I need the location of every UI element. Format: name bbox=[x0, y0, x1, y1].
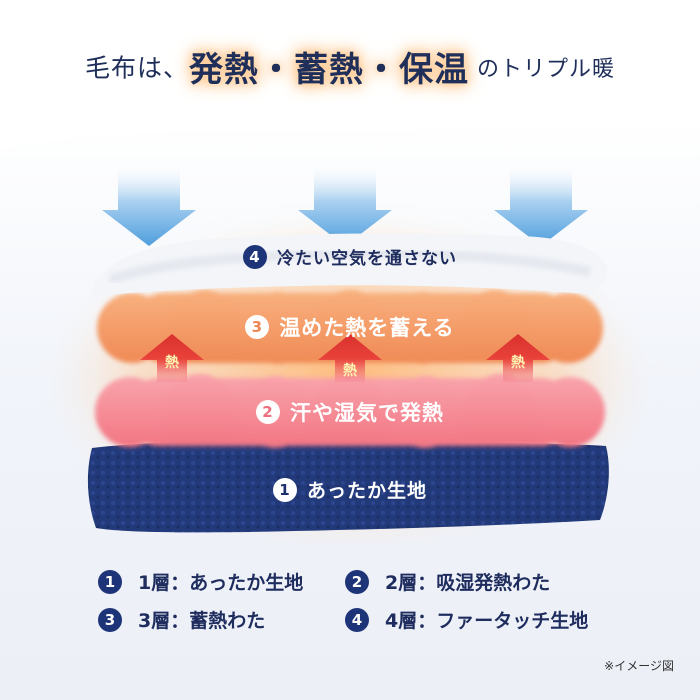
legend-2-text: 2層：吸湿発熱わた bbox=[385, 572, 551, 594]
layer-4-text: 冷たい空気を通さない bbox=[277, 249, 457, 269]
layer-1-fabric bbox=[87, 439, 609, 533]
cold-air-arrow-icon bbox=[102, 165, 196, 246]
layer-3-label: 3 温めた熱を蓄える bbox=[0, 312, 700, 342]
legend-1-text: 1層：あったか生地 bbox=[138, 572, 304, 594]
layer-3-text: 温めた熱を蓄える bbox=[279, 316, 455, 340]
layer-1-text: あったか生地 bbox=[306, 480, 427, 502]
legend-3-badge: 3 bbox=[98, 607, 122, 632]
heat-arrow-icon bbox=[318, 334, 382, 382]
legend-item-2: 2 2層：吸湿発熱わた bbox=[345, 568, 550, 595]
legend-3-text: 3層：蓄熱わた bbox=[138, 610, 266, 632]
legend-item-4: 4 4層：ファータッチ生地 bbox=[345, 606, 588, 633]
layer-3-number-badge: 3 bbox=[245, 315, 270, 339]
legend-item-3: 3 3層：蓄熱わた bbox=[98, 606, 265, 633]
legend-4-text: 4層：ファータッチ生地 bbox=[385, 610, 589, 632]
layer-1-number-badge: 1 bbox=[272, 477, 297, 502]
heat-arrows bbox=[140, 334, 550, 382]
layer-4-label: 4 冷たい空気を通さない bbox=[0, 244, 700, 269]
layer-2-number-badge: 2 bbox=[256, 400, 280, 424]
heat-arrow-icon bbox=[486, 334, 550, 382]
layer-1-label: 1 あったか生地 bbox=[0, 476, 700, 503]
page-title: 毛布は、発熱・蓄熱・保温のトリプル暖 bbox=[0, 42, 700, 91]
cold-air-arrow-icon bbox=[494, 165, 588, 246]
heat-label: 熱 bbox=[511, 355, 525, 371]
heat-arrow-icon bbox=[140, 334, 204, 382]
legend-item-1: 1 1層：あったか生地 bbox=[98, 568, 303, 595]
layer-2-text: 汗や湿気で発熱 bbox=[290, 401, 444, 425]
heat-label: 熱 bbox=[343, 363, 357, 379]
title-prefix: 毛布は、 bbox=[84, 53, 189, 83]
legend-4-badge: 4 bbox=[345, 607, 369, 632]
layer-2-batting bbox=[95, 374, 605, 448]
layer-4-number-badge: 4 bbox=[243, 244, 267, 269]
image-note: ※イメージ図 bbox=[604, 659, 674, 673]
layer-2-label: 2 汗や湿気で発熱 bbox=[0, 397, 700, 427]
title-suffix: のトリプル暖 bbox=[477, 56, 616, 82]
heat-label: 熱 bbox=[165, 355, 179, 371]
title-highlight: 発熱・蓄熱・保温 bbox=[189, 50, 469, 90]
legend-2-badge: 2 bbox=[345, 569, 369, 594]
cold-air-arrows bbox=[102, 165, 588, 246]
layer-4-fur bbox=[90, 233, 608, 296]
legend-1-badge: 1 bbox=[98, 569, 122, 594]
cold-air-arrow-icon bbox=[298, 165, 392, 246]
